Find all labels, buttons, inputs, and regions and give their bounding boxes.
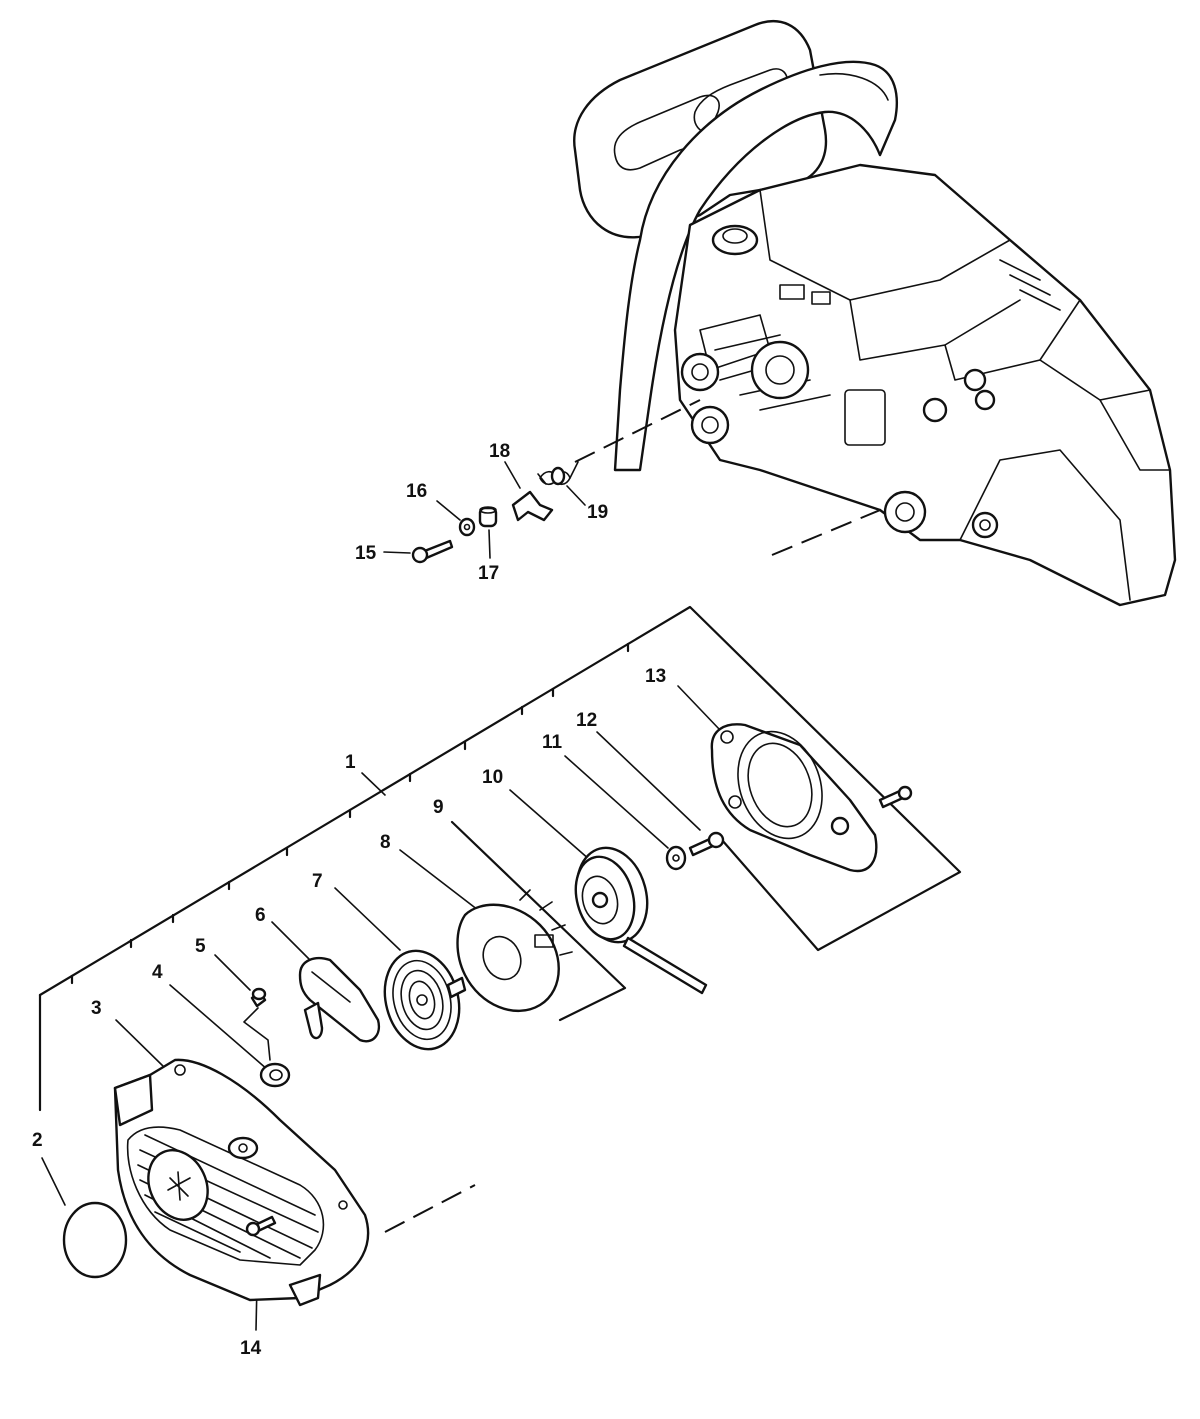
label-19: 19 (587, 502, 608, 523)
label-6: 6 (255, 905, 266, 926)
label-4: 4 (152, 962, 163, 983)
part-5-wire (243, 1007, 271, 1061)
leader-7 (334, 887, 401, 951)
part-7-recoil-spring (383, 949, 467, 1051)
part-8-starter-disc (456, 889, 573, 1013)
part-14-screw (245, 1215, 277, 1237)
leader-12 (596, 731, 701, 831)
label-2: 2 (32, 1130, 43, 1151)
label-13: 13 (645, 666, 666, 687)
part-12-screw (688, 831, 725, 857)
label-9: 9 (433, 797, 444, 818)
part-5-screw (250, 987, 267, 1008)
label-18: 18 (489, 441, 510, 462)
leader-15 (383, 551, 411, 554)
alignment-line-upper (574, 399, 701, 463)
leader-11 (564, 755, 669, 849)
label-7: 7 (312, 871, 323, 892)
part-13-gasket-plate (710, 723, 878, 873)
part-11-washer (665, 845, 687, 871)
label-12: 12 (576, 710, 597, 731)
part-16-washer (458, 517, 476, 537)
part-10-rope-pulley (574, 846, 708, 995)
part-6-starter-handle (298, 956, 381, 1043)
label-17: 17 (478, 563, 499, 584)
part-17-sleeve (478, 506, 498, 528)
label-10: 10 (482, 767, 503, 788)
label-15: 15 (355, 543, 377, 564)
assembly-bracket (38, 605, 962, 1112)
leader-5 (214, 954, 251, 991)
label-11: 11 (542, 732, 563, 753)
leader-8 (399, 849, 479, 911)
part-19-spring (537, 461, 579, 486)
part-screw-13 (878, 785, 913, 809)
leader-1 (361, 772, 386, 796)
leader-10 (509, 789, 591, 861)
leader-3 (115, 1019, 166, 1069)
leader-4 (169, 984, 269, 1071)
leader-19 (566, 485, 586, 506)
leader-13 (677, 685, 721, 731)
label-1: 1 (345, 752, 356, 773)
leader-16 (436, 500, 461, 521)
alignment-line-cover (384, 1184, 476, 1233)
part-2-ring (62, 1201, 128, 1279)
part-15-screw (411, 539, 454, 564)
part-18-bracket (511, 490, 554, 522)
label-5: 5 (195, 936, 206, 957)
label-16: 16 (406, 481, 427, 502)
leader-17 (488, 529, 491, 559)
leader-18 (504, 461, 521, 489)
alignment-line-lower (771, 507, 886, 556)
part-4-grommet (259, 1062, 291, 1088)
label-8: 8 (380, 832, 391, 853)
part-3-starter-cover (113, 1058, 370, 1307)
label-3: 3 (91, 998, 102, 1019)
leader-6 (271, 921, 313, 963)
label-14: 14 (240, 1338, 262, 1359)
chainsaw-body (573, 20, 1177, 607)
leader-2 (41, 1157, 66, 1206)
